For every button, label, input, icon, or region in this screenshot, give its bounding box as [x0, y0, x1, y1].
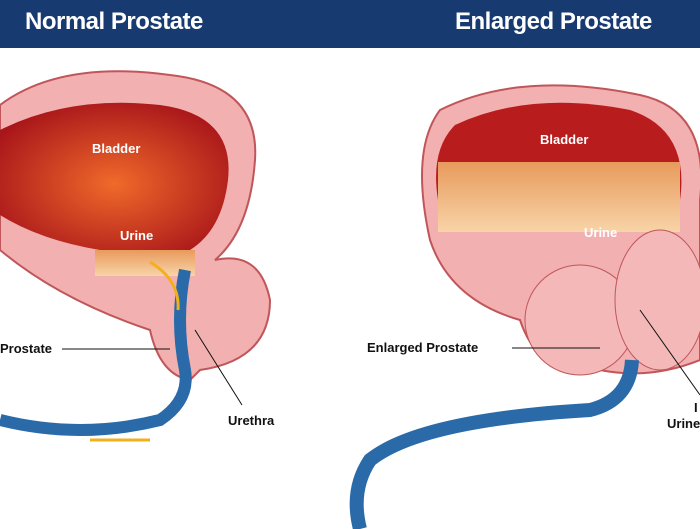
normal-bladder — [0, 70, 272, 442]
label-normal-urine: Urine — [120, 228, 153, 243]
label-normal-bladder: Bladder — [92, 141, 140, 156]
title-normal-prostate: Normal Prostate — [25, 8, 203, 35]
title-enlarged-prostate: Enlarged Prostate — [455, 8, 652, 35]
label-normal-urethra: Urethra — [228, 413, 275, 428]
pointer-line — [194, 329, 243, 406]
label-enlarged-urine: Urine — [584, 225, 617, 240]
prostate-diagram: Bladder Urine Prostate Urethra Bladder U… — [0, 70, 700, 529]
label-enlarged-prostate: Enlarged Prostate — [367, 340, 478, 355]
label-enlarged-urethra-partial: I — [694, 400, 698, 415]
pointer-line — [639, 309, 700, 396]
label-enlarged-bladder: Bladder — [540, 132, 588, 147]
label-enlarged-urine-partial: Urine — [667, 416, 700, 431]
label-normal-prostate: Prostate — [0, 341, 52, 356]
enlarged-bladder — [349, 84, 700, 529]
header-bar: Normal Prostate Enlarged Prostate — [0, 0, 700, 48]
